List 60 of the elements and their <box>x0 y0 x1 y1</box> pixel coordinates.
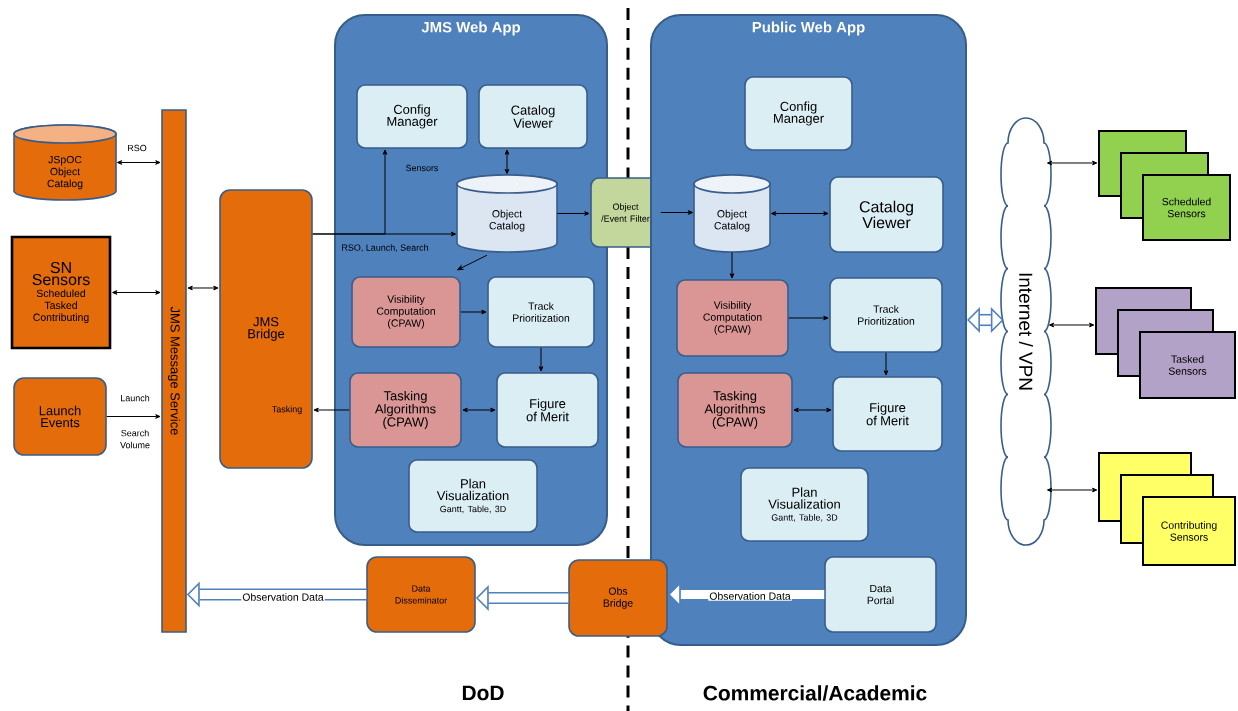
process-box: Config Manager <box>356 84 468 149</box>
algorithm-box: Tasking Algorithms (CPAW) <box>677 372 793 448</box>
process-box: Track Prioritization <box>487 276 595 348</box>
flow-label: Search Volume <box>120 429 150 449</box>
algorithm-box: Visibility Computation (CPAW) <box>676 279 789 357</box>
service-box: Launch Events <box>13 377 107 456</box>
edge-label: RSO <box>128 144 147 152</box>
service-box: Obs Bridge <box>568 559 668 637</box>
arrow <box>462 407 496 413</box>
process-box: Plan Visualization Gantt, Table, 3D <box>408 459 538 533</box>
edge-label: RSO, Launch, Search <box>342 244 428 252</box>
arrow <box>1048 322 1095 328</box>
arrow <box>504 149 510 175</box>
arrow <box>770 211 829 216</box>
edge-label: Launch <box>121 394 150 402</box>
sensor-stack: Contributing Sensors <box>1098 452 1236 566</box>
arrow <box>112 290 161 295</box>
arrow <box>793 407 832 413</box>
arrow <box>556 211 590 216</box>
arrow <box>967 306 1004 334</box>
node-label: Tasked Sensors <box>1168 355 1207 375</box>
arrow <box>729 251 735 279</box>
sensor-stack: Scheduled Sensors <box>1098 130 1231 241</box>
arrow <box>1046 487 1098 493</box>
service-box: Data Disseminator <box>366 556 476 633</box>
process-box: Config Manager <box>744 76 853 151</box>
arrow <box>187 285 219 291</box>
sensor-stack: Tasked Sensors <box>1095 287 1236 399</box>
message-bus-bar: JMS Message Service <box>161 109 187 633</box>
arrow <box>1046 160 1098 166</box>
process-box: Figure of Merit <box>496 372 599 448</box>
sensor-box: SN Sensors Scheduled Tasked Contributing <box>10 235 112 350</box>
arrow <box>457 254 488 271</box>
arrow <box>538 347 544 372</box>
arrow <box>788 315 829 321</box>
edge-label: Tasking <box>270 404 304 416</box>
arrow <box>883 352 889 376</box>
algorithm-box: Visibility Computation (CPAW) <box>351 276 461 348</box>
arrow <box>116 160 161 165</box>
database-cylinder: Object Catalog <box>693 174 771 253</box>
edge-label: Observation Data <box>708 591 792 601</box>
algorithm-box: Tasking Algorithms (CPAW) <box>349 372 462 448</box>
process-box: Plan Visualization Gantt, Table, 3D <box>740 467 869 542</box>
edge-label: Sensors <box>405 164 439 172</box>
arrow <box>460 309 487 315</box>
process-box: Figure of Merit <box>832 376 943 452</box>
process-box: Track Prioritization <box>829 277 943 353</box>
region-label: Commercial/Academic <box>703 685 927 701</box>
database-cylinder: JSpOC Object Catalog <box>13 124 117 201</box>
arrow <box>312 149 388 235</box>
arrow <box>313 407 350 413</box>
database-cylinder: Object Catalog <box>456 174 558 253</box>
edge-label: Observation Data <box>241 592 325 602</box>
arrow <box>106 414 161 419</box>
process-box: Catalog Viewer <box>829 176 944 253</box>
process-box: Data Portal <box>824 556 937 633</box>
process-box: Catalog Viewer <box>478 84 588 149</box>
arrow <box>660 210 694 215</box>
node-label: Contributing Sensors <box>1161 521 1217 541</box>
region-label: DoD <box>462 685 504 701</box>
